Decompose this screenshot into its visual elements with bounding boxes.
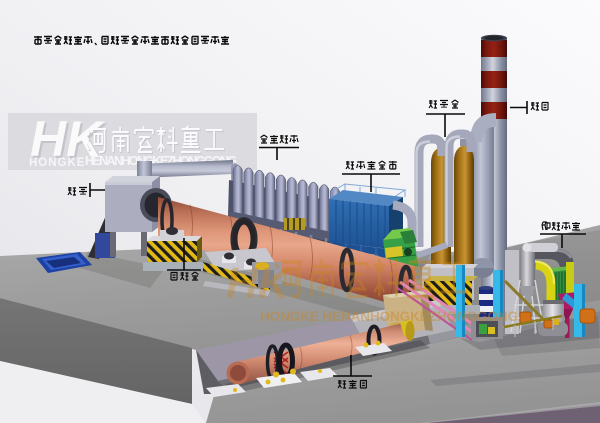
svg-text:HONGKE: HONGKE — [29, 157, 85, 169]
svg-text:HK: HK — [226, 259, 293, 308]
svg-text:HONGKE HENANHONGKEZHONGGONG: HONGKE HENANHONGKEZHONGGONG — [260, 309, 518, 324]
svg-text:HK: HK — [30, 111, 106, 167]
